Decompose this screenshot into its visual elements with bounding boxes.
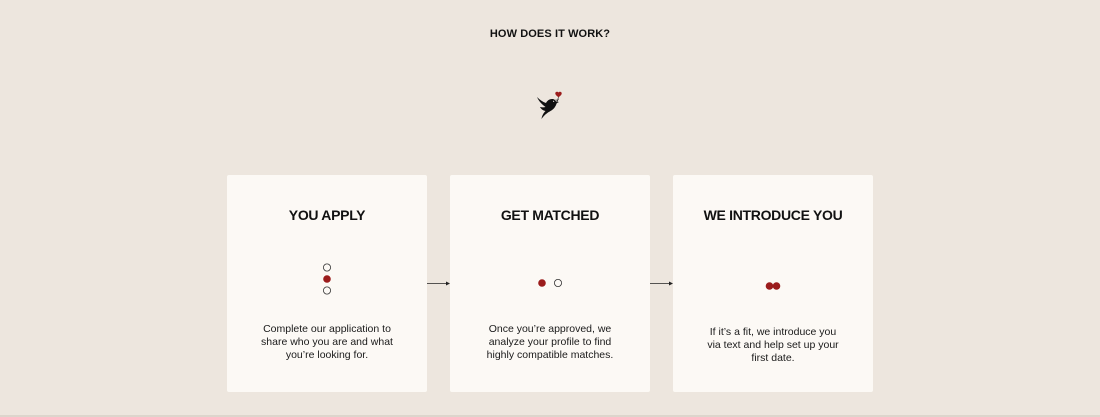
section-title: HOW DOES IT WORK? [489, 28, 611, 40]
step-card-introduce: WE INTRODUCE YOU If it’s a fit, we intro… [673, 175, 873, 392]
step-connector-arrow [650, 281, 673, 286]
section-bottom-divider [0, 415, 1100, 417]
step-description: If it’s a fit, we introduce you via text… [707, 326, 839, 364]
step-card-apply: YOU APPLY Complete our application to sh… [227, 175, 427, 392]
step-card-matched: GET MATCHED Once you’re approved, we ana… [450, 175, 650, 392]
two-dots-joined-icon [765, 282, 781, 290]
step-description: Once you’re approved, we analyze your pr… [486, 323, 614, 361]
two-dots-matched-icon [538, 279, 563, 287]
step-description: Complete our application to share who yo… [261, 323, 393, 361]
step-title: YOU APPLY [288, 207, 366, 223]
step-title: GET MATCHED [500, 207, 600, 223]
step-connector-arrow [427, 281, 450, 286]
three-dots-vertical-icon [323, 263, 332, 295]
dove-with-heart-icon [537, 91, 562, 119]
step-title: WE INTRODUCE YOU [703, 207, 843, 223]
